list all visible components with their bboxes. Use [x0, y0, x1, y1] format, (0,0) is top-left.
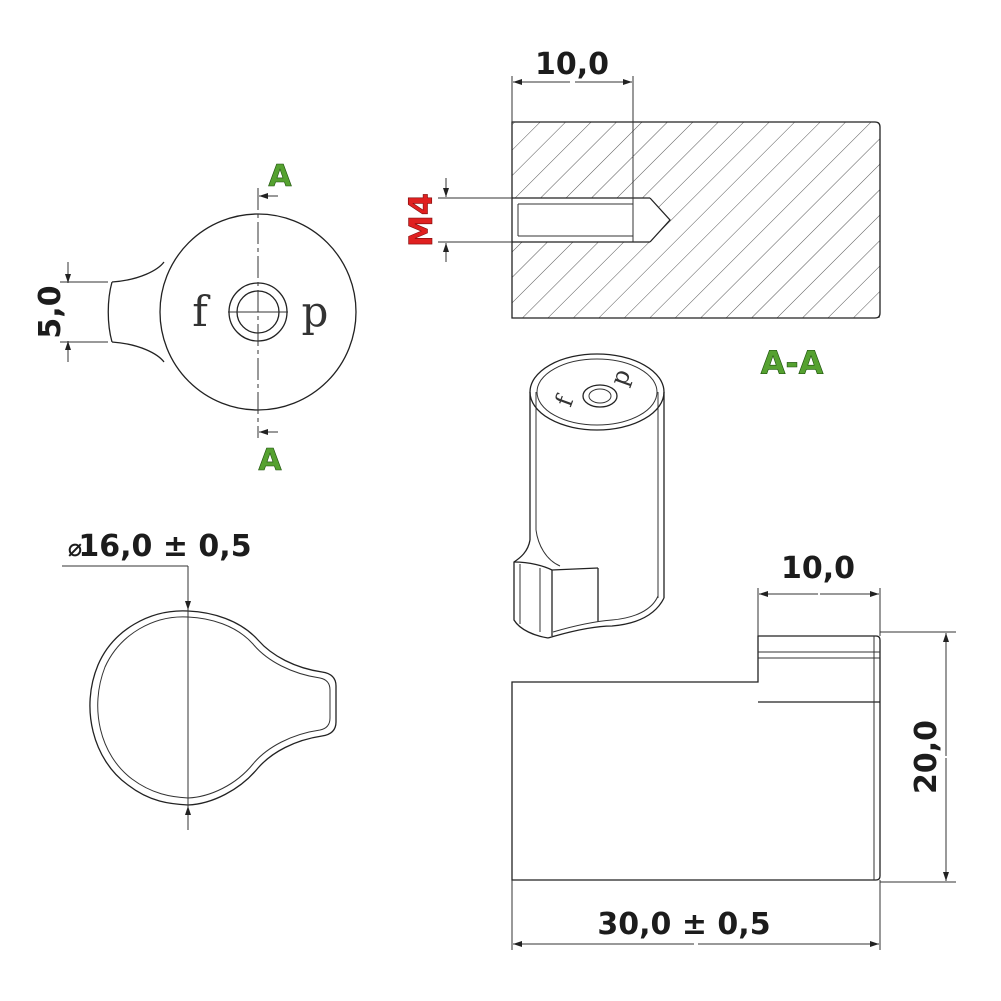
section-marker-bottom: A — [258, 443, 282, 478]
dimension-thread-depth — [511, 76, 634, 242]
dimension-height-label: 20,0 — [909, 720, 944, 794]
engraving-p-iso: p — [605, 365, 637, 389]
diameter-symbol: ⌀ — [68, 534, 82, 562]
section-view — [511, 121, 881, 319]
dimension-tab-length — [757, 588, 881, 636]
side-view — [511, 635, 881, 881]
end-view — [107, 188, 357, 438]
dimension-tab-width-label: 5,0 — [33, 285, 68, 338]
dimension-thread — [438, 178, 512, 262]
dimension-height — [880, 631, 956, 883]
dimension-thread-depth-label: 10,0 — [535, 47, 609, 82]
top-view — [62, 565, 337, 830]
engraving-f-end-view: f — [192, 287, 211, 336]
dimension-tab-length-label: 10,0 — [781, 551, 855, 586]
dimension-length — [511, 880, 881, 950]
dimension-diameter-label: 16,0 ± 0,5 — [78, 529, 251, 564]
dimension-tab-width — [60, 262, 108, 362]
section-marker-top: A — [268, 159, 292, 194]
engraving-p-end-view: p — [302, 287, 329, 336]
isometric-view — [513, 353, 665, 639]
thread-callout: M4 — [402, 193, 440, 247]
dimension-length-label: 30,0 ± 0,5 — [597, 907, 770, 942]
engraving-f-iso: f — [550, 390, 580, 410]
section-label: A-A — [761, 344, 824, 382]
